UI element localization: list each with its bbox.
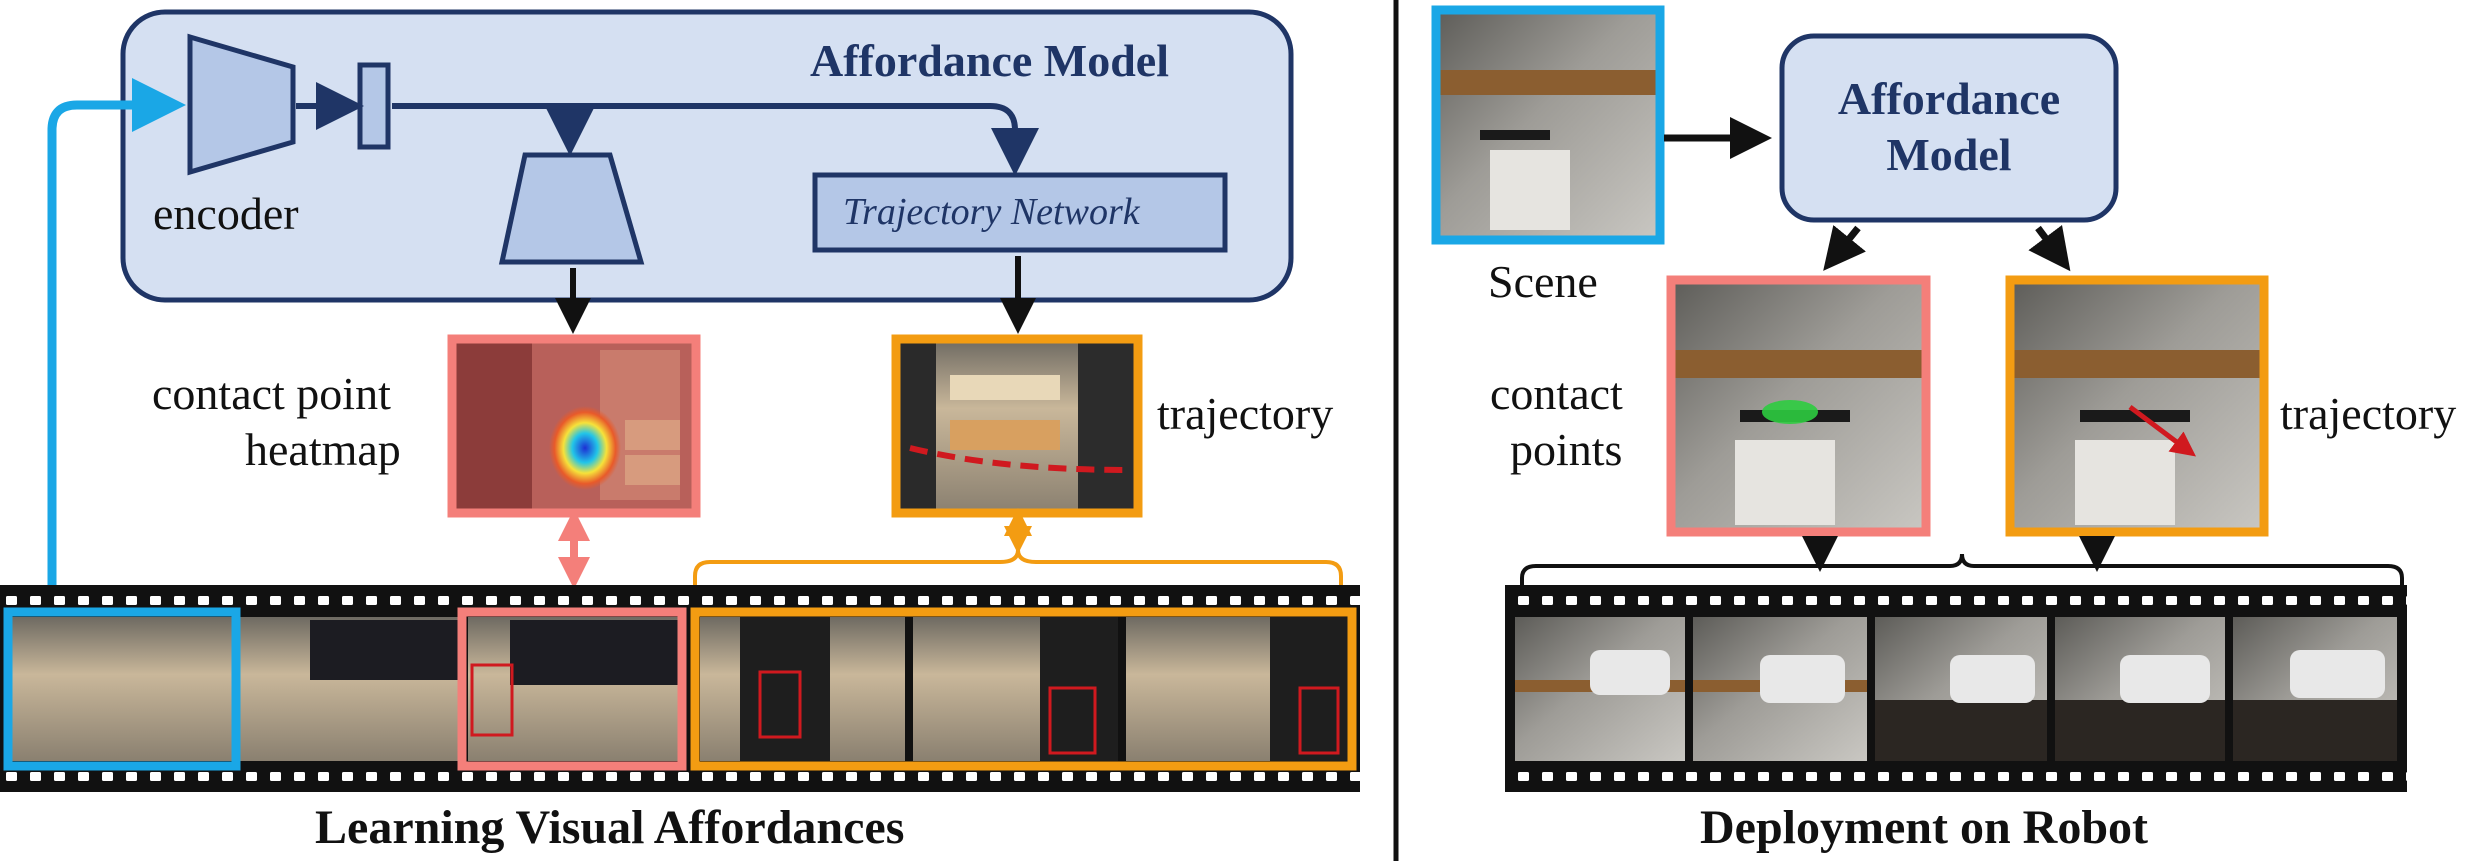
film-strip-right xyxy=(1505,585,2407,792)
decoder-icon xyxy=(498,152,645,265)
input-arrow xyxy=(47,78,186,610)
deployment-brace xyxy=(1520,553,2404,588)
contact-points-image xyxy=(1666,275,1931,537)
film-strip-left xyxy=(0,585,1360,792)
trajectory-network-label: Trajectory Network xyxy=(843,191,1140,233)
learning-title: Learning Visual Affordances xyxy=(315,801,905,854)
trajectory-network-box xyxy=(812,172,1228,253)
film-frame xyxy=(12,617,232,761)
affordance-model-title-right-1: Affordance xyxy=(1837,73,2061,124)
scene-label: Scene xyxy=(1488,256,1598,307)
contact-label-line1: contact xyxy=(1490,368,1623,419)
contact-label-line2: points xyxy=(1510,424,1623,475)
affordance-model-title: Affordance Model xyxy=(810,35,1169,86)
trajectory-image xyxy=(891,334,1143,518)
scene-image xyxy=(1431,5,1665,245)
heatmap-label-line1: contact point xyxy=(152,368,391,419)
encoder-label: encoder xyxy=(153,188,299,239)
trajectory-brace xyxy=(693,549,1343,588)
latent-vector-icon xyxy=(357,62,391,150)
heatmap-label-line2: heatmap xyxy=(245,424,401,475)
contact-heatmap-image xyxy=(447,334,701,518)
deployment-title: Deployment on Robot xyxy=(1700,801,2149,854)
affordance-model-box-right xyxy=(1779,33,2119,223)
trajectory-label: trajectory xyxy=(1157,388,1334,439)
encoder-icon xyxy=(187,33,296,176)
trajectory-label-right: trajectory xyxy=(2280,388,2457,439)
trajectory-image-right xyxy=(2005,275,2269,537)
affordance-model-title-right-2: Model xyxy=(1886,129,2012,180)
